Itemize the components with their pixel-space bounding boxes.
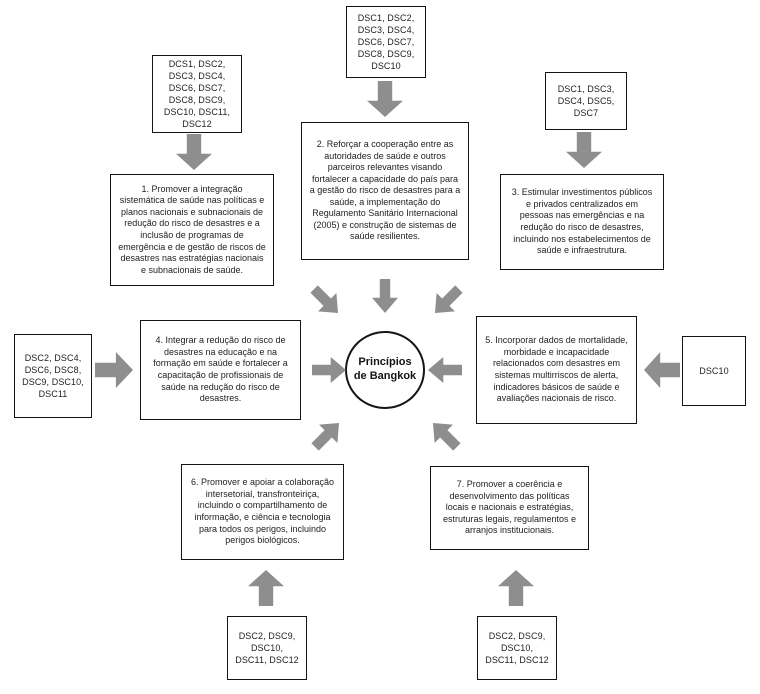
arrow-principle-5-to-center bbox=[428, 357, 462, 383]
arrow-principle-4-to-center bbox=[312, 357, 346, 383]
dsc-box-top-right: DSC1, DSC3, DSC4, DSC5, DSC7 bbox=[545, 72, 627, 130]
arrow-principle-7-to-center bbox=[424, 414, 466, 456]
arrow-dsc-to-principle-2 bbox=[367, 81, 403, 117]
arrow-principle-2-to-center bbox=[372, 279, 398, 313]
arrow-dsc-to-principle-1 bbox=[176, 134, 212, 170]
arrow-dsc-to-principle-3 bbox=[566, 132, 602, 168]
arrow-principle-1-to-center bbox=[305, 280, 347, 322]
arrow-dsc-to-principle-7 bbox=[498, 570, 534, 606]
dsc-box-top-center: DSC1, DSC2, DSC3, DSC4, DSC6, DSC7, DSC8… bbox=[346, 6, 426, 78]
bangkok-principles-circle: Princípios de Bangkok bbox=[345, 331, 425, 409]
dsc-box-top-left: DCS1, DSC2, DSC3, DSC4, DSC6, DSC7, DSC8… bbox=[152, 55, 242, 133]
principle-box-3: 3. Estimular investimentos públicos e pr… bbox=[500, 174, 664, 270]
arrow-dsc-to-principle-5 bbox=[644, 352, 680, 388]
arrow-principle-6-to-center bbox=[306, 414, 348, 456]
dsc-box-bottom-right: DSC2, DSC9, DSC10, DSC11, DSC12 bbox=[477, 616, 557, 680]
arrow-dsc-to-principle-6 bbox=[248, 570, 284, 606]
principle-box-4: 4. Integrar a redução do risco de desast… bbox=[140, 320, 301, 420]
dsc-box-mid-left: DSC2, DSC4, DSC6, DSC8, DSC9, DSC10, DSC… bbox=[14, 334, 92, 418]
principle-box-2: 2. Reforçar a cooperação entre as autori… bbox=[301, 122, 469, 260]
arrow-dsc-to-principle-4 bbox=[95, 352, 133, 388]
dsc-box-bottom-left: DSC2, DSC9, DSC10, DSC11, DSC12 bbox=[227, 616, 307, 680]
principle-box-6: 6. Promover e apoiar a colaboração inter… bbox=[181, 464, 344, 560]
principle-box-1: 1. Promover a integração sistemática de … bbox=[110, 174, 274, 286]
arrow-principle-3-to-center bbox=[426, 280, 468, 322]
dsc-box-mid-right: DSC10 bbox=[682, 336, 746, 406]
principle-box-7: 7. Promover a coerência e desenvolviment… bbox=[430, 466, 589, 550]
principle-box-5: 5. Incorporar dados de mortalidade, morb… bbox=[476, 316, 637, 424]
